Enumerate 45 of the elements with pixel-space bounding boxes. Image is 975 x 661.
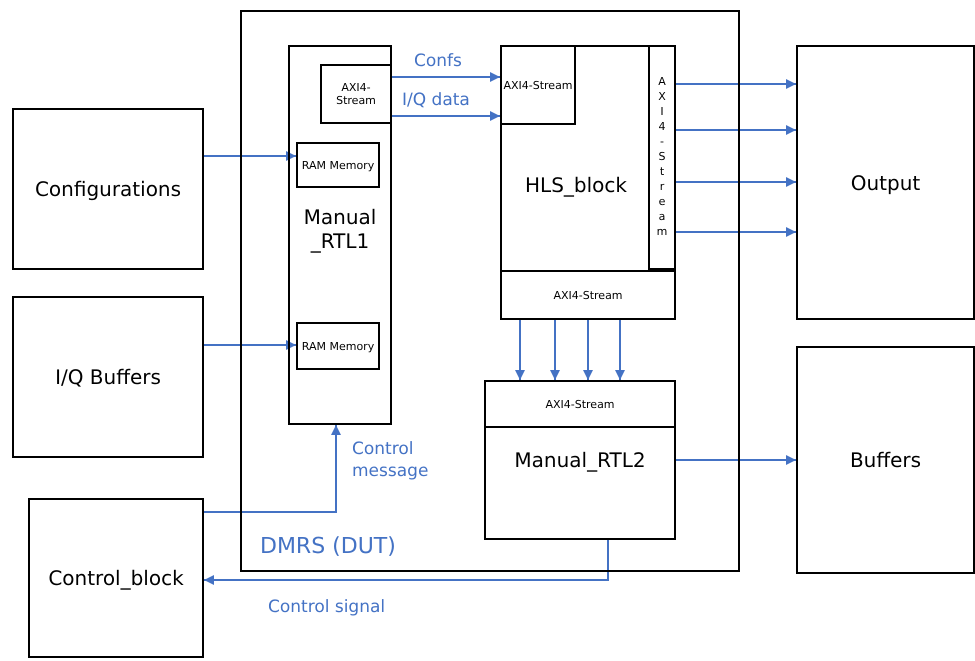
arrow xyxy=(204,340,296,350)
node-label: AXI4-Stream xyxy=(656,75,668,240)
node-label: Buffers xyxy=(850,448,922,472)
node-label: I/Q Buffers xyxy=(55,365,161,389)
node-label: AXI4-Stream xyxy=(545,398,615,410)
node-label: Control_block xyxy=(48,566,184,590)
arrow xyxy=(550,320,560,380)
arrow xyxy=(204,540,609,585)
buffer-box xyxy=(796,346,975,574)
interface-box xyxy=(500,45,576,125)
process-box xyxy=(28,498,204,658)
memory-box xyxy=(296,142,380,188)
arrow xyxy=(615,320,625,380)
edge-label: Control signal xyxy=(268,596,386,618)
arrow xyxy=(392,72,500,82)
node-label: AXI4-Stream xyxy=(503,78,573,92)
memory-box xyxy=(296,322,380,370)
output-box xyxy=(796,45,975,320)
module-box xyxy=(500,45,676,320)
arrow xyxy=(676,227,796,237)
node-label: HLS_block xyxy=(524,173,628,197)
arrow xyxy=(676,177,796,187)
arrow xyxy=(204,151,296,161)
node-label: Manual_RTL2 xyxy=(513,448,647,472)
arrow xyxy=(515,320,525,380)
module-box xyxy=(484,380,676,540)
arrow xyxy=(204,425,341,513)
process-box xyxy=(12,296,204,458)
node-label: AXI4-Stream xyxy=(553,288,623,302)
node-label: RAM Memory xyxy=(302,340,374,352)
node-label: Configurations xyxy=(34,177,182,201)
arrow xyxy=(676,455,796,465)
arrow xyxy=(676,79,796,89)
node-label: Manual _RTL1 xyxy=(302,205,378,253)
node-label: RAM Memory xyxy=(302,158,374,172)
node-label: Output xyxy=(850,170,920,194)
node-label: DMRS (DUT) xyxy=(260,534,397,559)
arrow xyxy=(583,320,593,380)
node-label: AXI4-Stream xyxy=(335,81,377,107)
process-box xyxy=(12,108,204,270)
interface-box xyxy=(648,45,676,270)
arrow xyxy=(392,111,500,121)
interface-box xyxy=(320,64,392,124)
module-box xyxy=(288,45,392,425)
arrow xyxy=(676,125,796,135)
